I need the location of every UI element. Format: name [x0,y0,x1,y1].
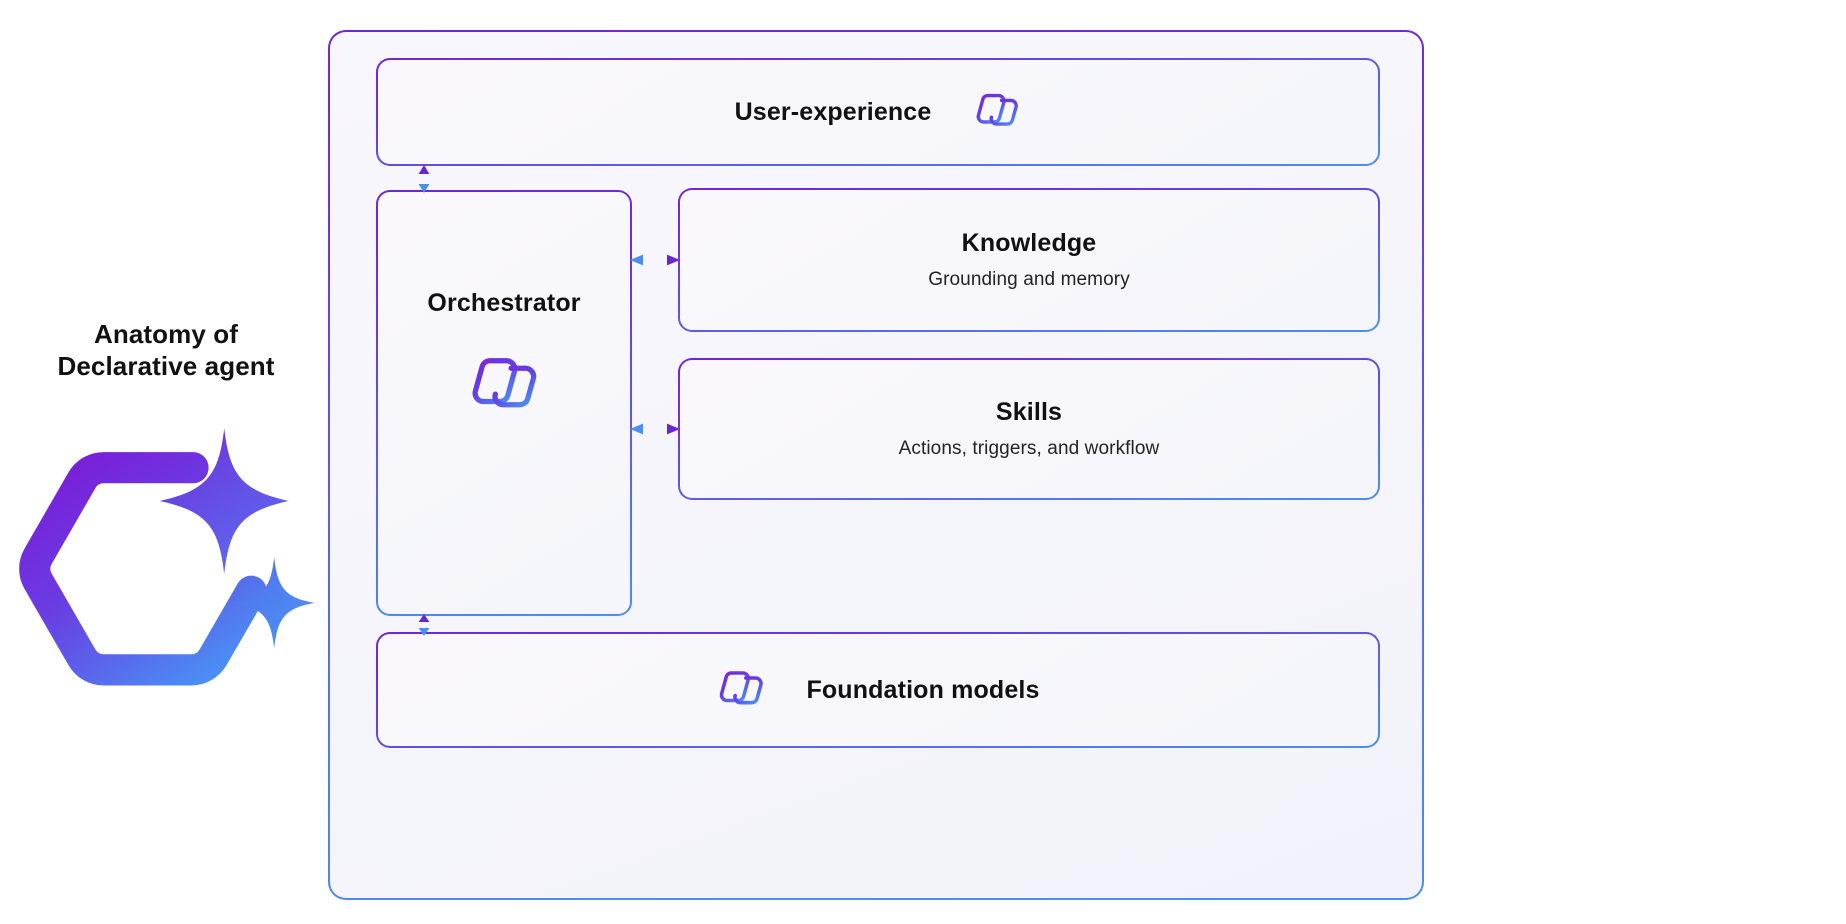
agent-hexagon-sparkle-icon [10,424,322,732]
declarative-agent-anatomy-diagram: User-experience Orchestrator [328,30,1424,900]
card-user-experience-title: User-experience [734,98,932,126]
connector-user-experience-orchestrator [413,165,435,193]
copilot-icon [467,346,541,425]
connector-orchestrator-foundation-models [413,614,435,636]
copilot-icon [716,663,766,718]
card-foundation-models[interactable]: Foundation models [376,632,1380,748]
card-knowledge-title: Knowledge [961,229,1097,258]
connector-orchestrator-skills [630,418,680,440]
diagram-frame-inner: User-experience Orchestrator [330,32,1422,898]
card-orchestrator-title: Orchestrator [427,289,581,317]
card-skills-subtitle: Actions, triggers, and workflow [898,438,1160,460]
card-orchestrator[interactable]: Orchestrator [376,190,632,616]
connector-orchestrator-knowledge [630,249,680,271]
copilot-icon [973,86,1021,139]
card-skills-title: Skills [995,398,1063,427]
card-knowledge[interactable]: Knowledge Grounding and memory [678,188,1380,332]
card-user-experience[interactable]: User-experience [376,58,1380,166]
page-title: Anatomy of Declarative agent [57,319,275,382]
caption-block: Anatomy of Declarative agent [10,318,322,732]
card-knowledge-subtitle: Grounding and memory [928,269,1130,291]
card-foundation-models-title: Foundation models [806,676,1040,704]
card-skills[interactable]: Skills Actions, triggers, and workflow [678,358,1380,500]
